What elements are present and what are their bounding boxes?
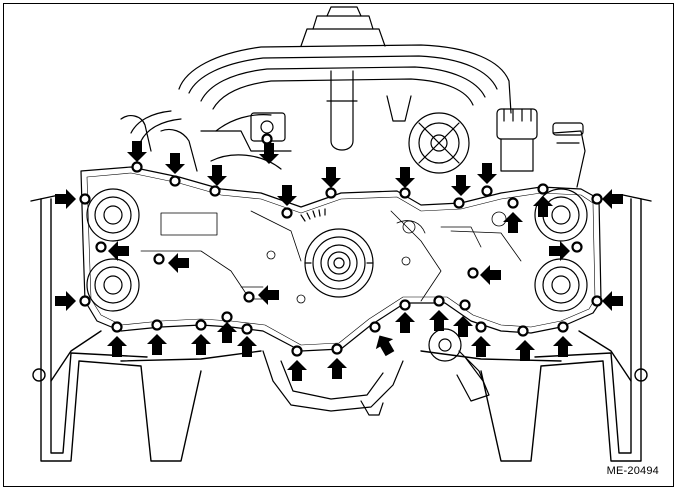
crankshaft-pulley (304, 228, 374, 298)
intake-manifold (130, 6, 512, 151)
cam-sprocket-left-lower (86, 258, 140, 312)
diagram-frame: ME-20494 (3, 3, 674, 487)
engine-stand (30, 194, 652, 462)
engine-front-view-drawing (30, 6, 652, 462)
oil-pan (262, 350, 404, 416)
bolt-markers (79, 133, 603, 357)
alternator-pulley (408, 112, 470, 174)
cam-sprocket-right-lower (534, 258, 588, 312)
cam-sprocket-left-upper (86, 188, 140, 242)
hoses-left (120, 112, 292, 172)
water-pipe (552, 122, 586, 188)
timing-marks (300, 208, 326, 222)
oil-filler-cap (496, 108, 538, 172)
water-pump-housing (428, 328, 490, 402)
timing-cover-outline (80, 166, 602, 352)
figure-reference-code: ME-20494 (606, 465, 659, 477)
cover-ribs (140, 210, 522, 304)
